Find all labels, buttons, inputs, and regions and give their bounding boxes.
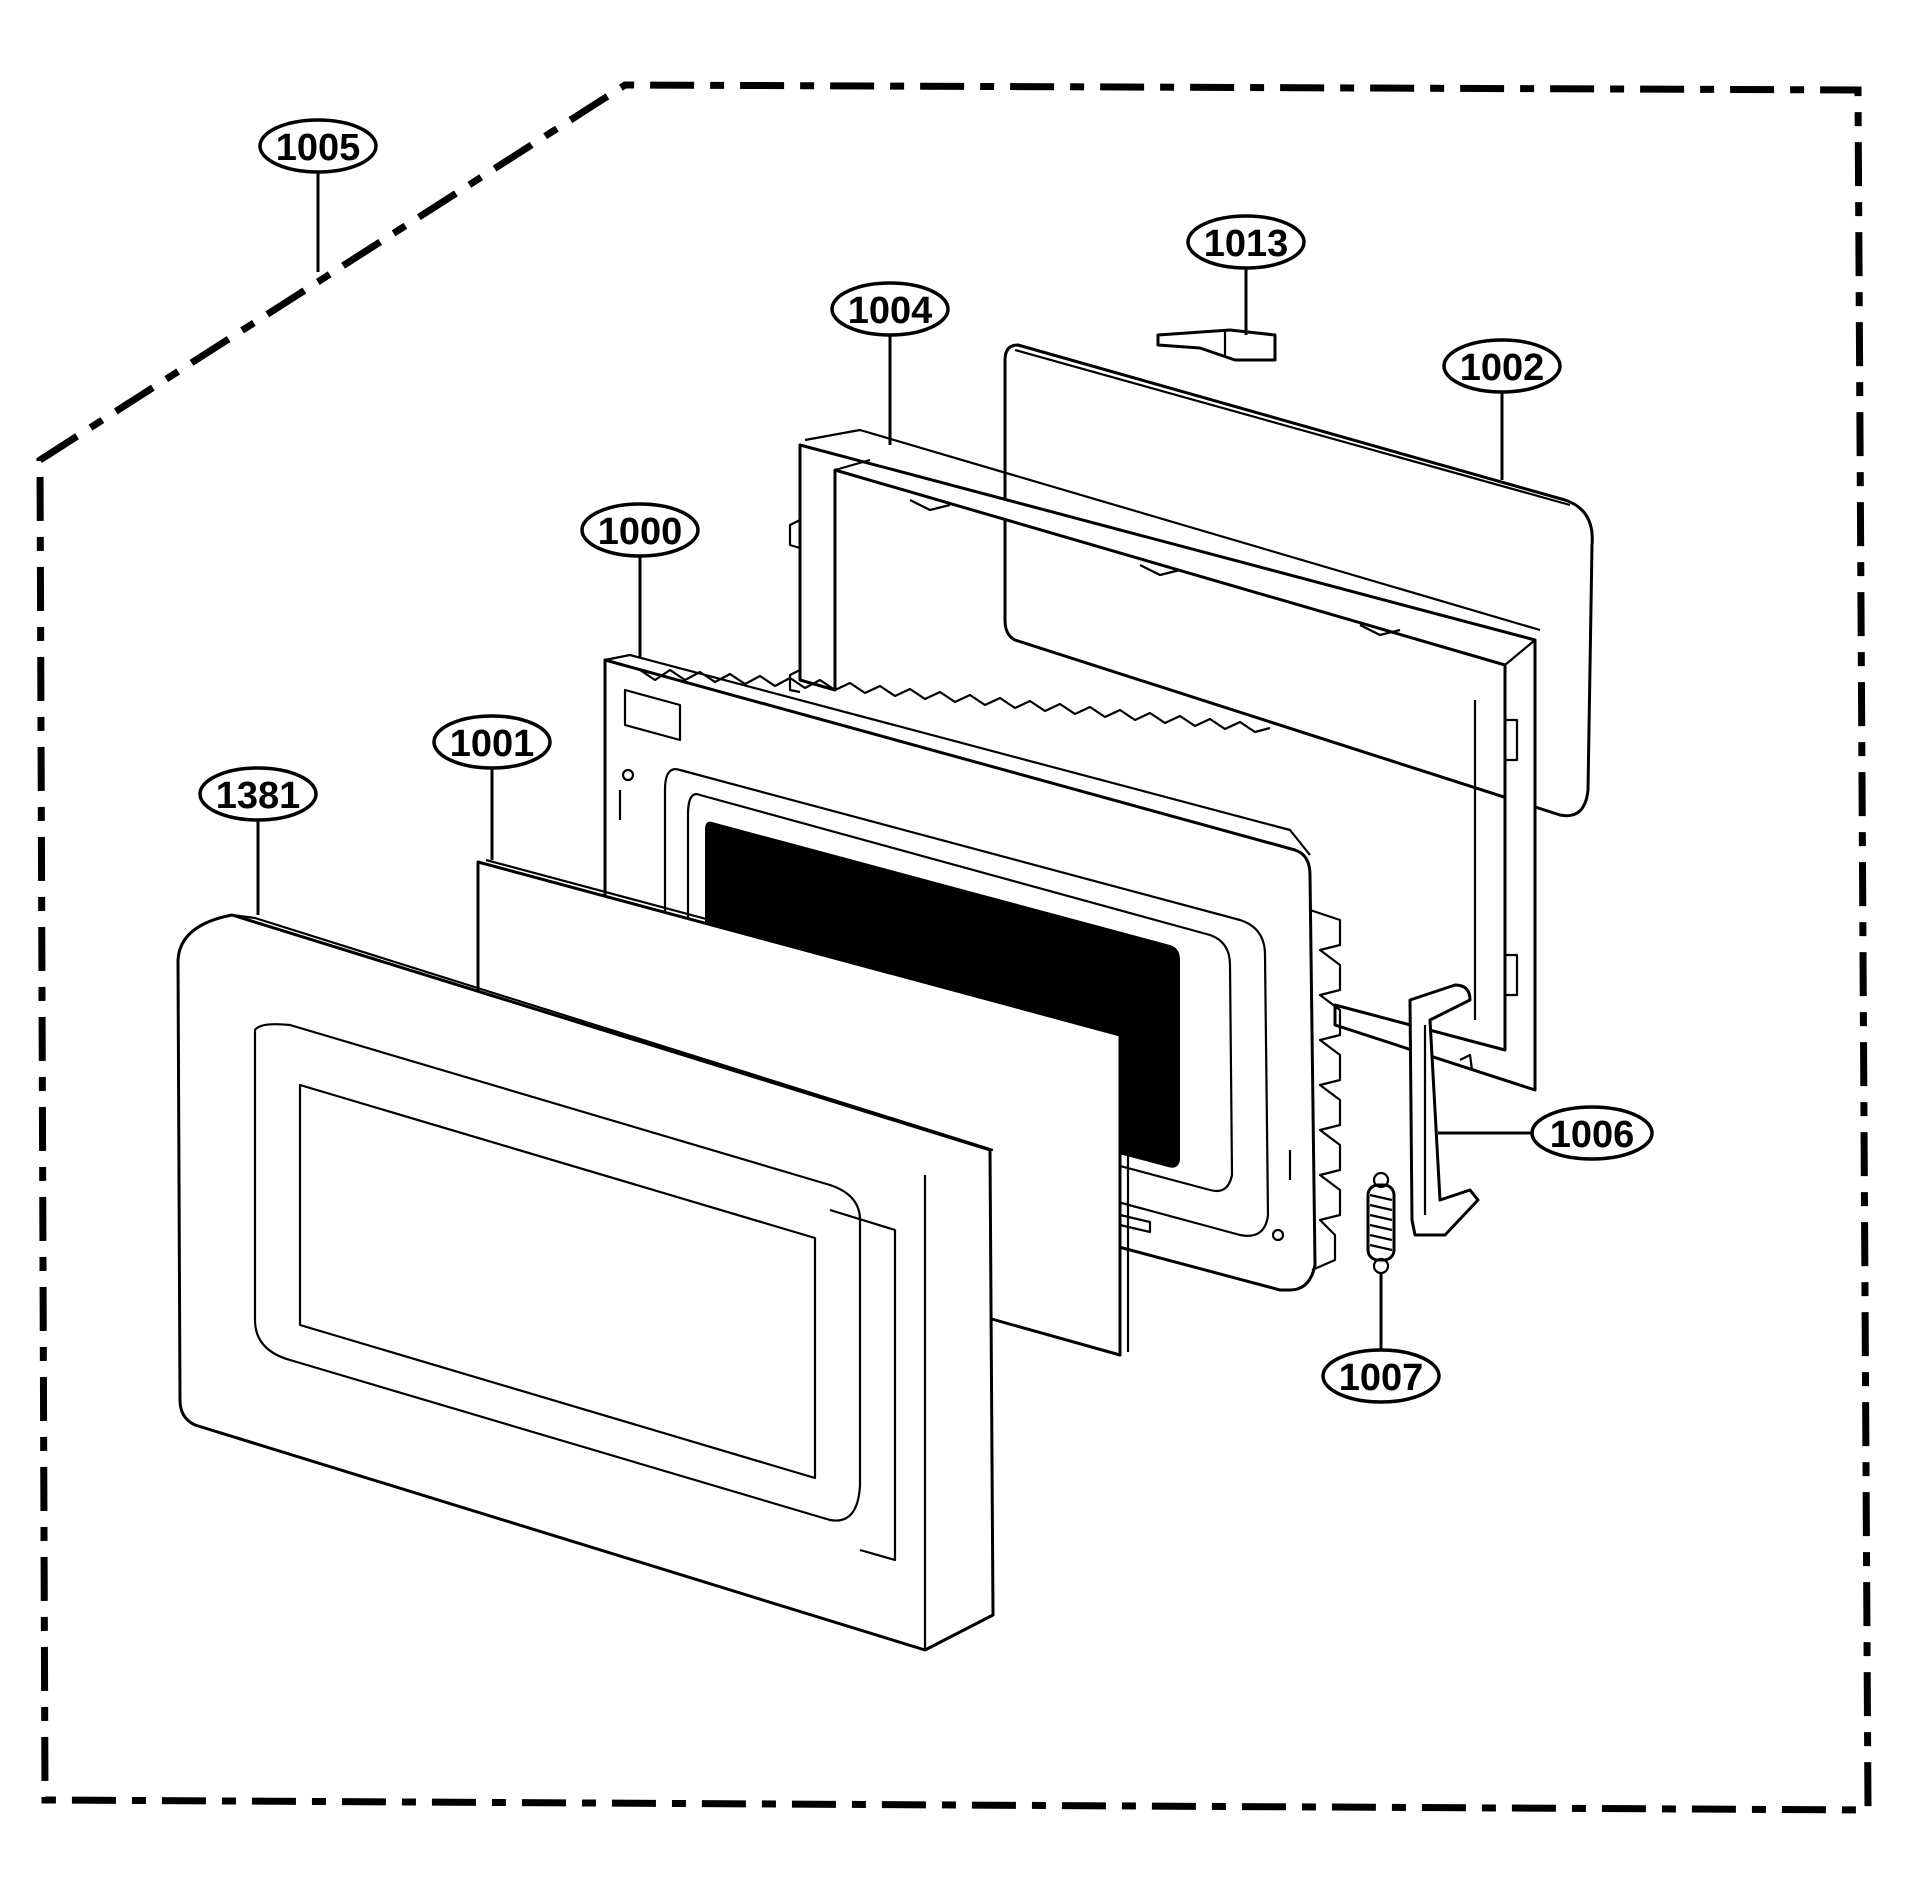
part-1013-clip bbox=[1156, 328, 1277, 362]
callout-label: 1002 bbox=[1460, 347, 1545, 389]
part-1004-frame bbox=[788, 428, 1541, 1092]
callout-label: 1006 bbox=[1550, 1114, 1635, 1156]
part-1007-spring bbox=[1366, 1171, 1396, 1275]
callout-label: 1381 bbox=[216, 775, 301, 817]
callout-1013: 1013 bbox=[1186, 214, 1306, 270]
callout-1381: 1381 bbox=[198, 766, 318, 822]
callout-label: 1007 bbox=[1339, 1357, 1424, 1399]
callout-label: 1001 bbox=[450, 723, 535, 765]
callout-1002: 1002 bbox=[1442, 338, 1562, 394]
callout-1006: 1006 bbox=[1530, 1105, 1654, 1161]
part-1006-latch bbox=[1408, 983, 1480, 1237]
part-1381-outer-door bbox=[176, 913, 995, 1652]
callout-1001: 1001 bbox=[432, 714, 552, 770]
callout-label: 1013 bbox=[1204, 223, 1289, 265]
callout-1007: 1007 bbox=[1321, 1348, 1441, 1404]
leader-lines bbox=[256, 168, 1532, 1350]
callout-label: 1000 bbox=[598, 511, 683, 553]
callout-1004: 1004 bbox=[830, 281, 950, 337]
callout-label: 1005 bbox=[276, 127, 361, 169]
callout-1000: 1000 bbox=[580, 502, 700, 558]
assembly-boundary bbox=[36, 81, 1872, 1814]
callout-1005: 1005 bbox=[258, 118, 378, 174]
callout-label: 1004 bbox=[848, 290, 933, 332]
